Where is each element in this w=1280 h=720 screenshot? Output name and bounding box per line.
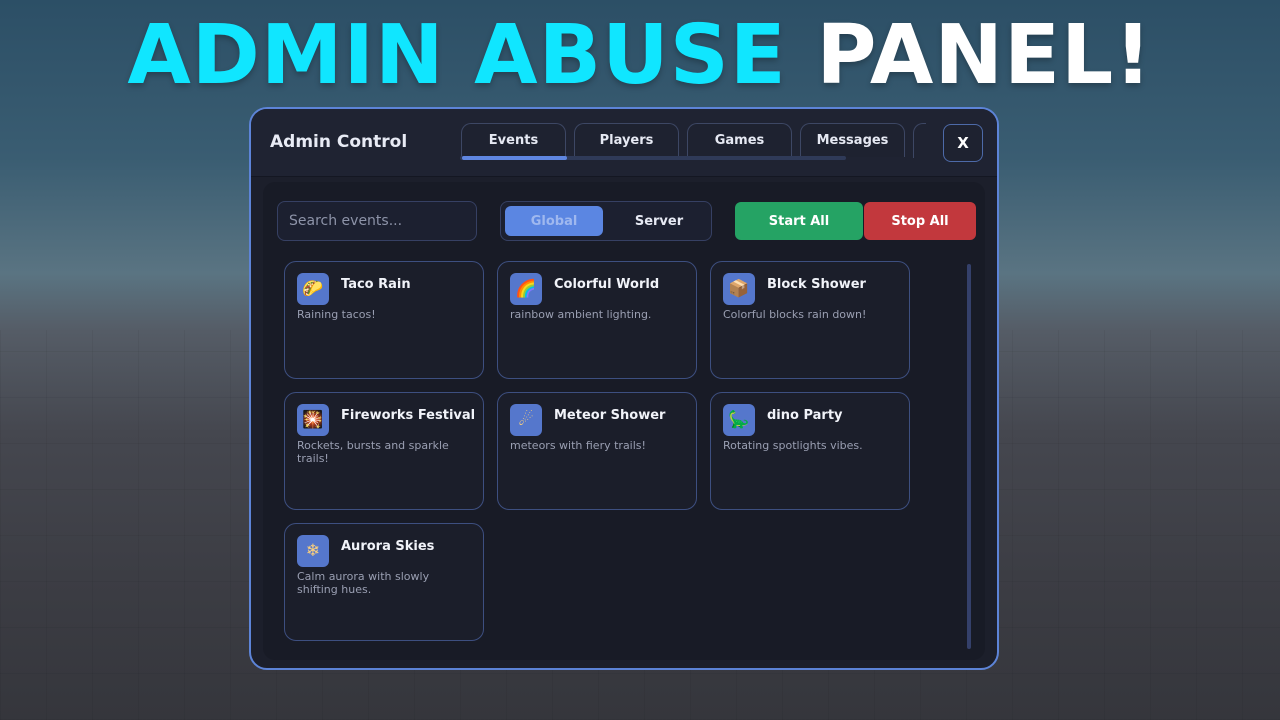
active-tab-indicator	[462, 156, 567, 160]
thumbnail-headline: ADMIN ABUSE PANEL!	[0, 8, 1280, 104]
scope-server-option[interactable]: Server	[634, 213, 684, 229]
event-title: Meteor Shower	[554, 408, 666, 423]
close-button[interactable]: X	[943, 124, 983, 162]
scope-toggle: Global Server	[500, 201, 712, 241]
event-description: Calm aurora with slowly shifting hues.	[297, 570, 430, 596]
event-title: Aurora Skies	[341, 539, 435, 554]
tab-scroll-track[interactable]	[460, 156, 846, 160]
event-title: Taco Rain	[341, 277, 411, 292]
event-description: rainbow ambient lighting.	[510, 308, 652, 321]
event-description: Rotating spotlights vibes.	[723, 439, 863, 452]
tab-messages[interactable]: Messages	[800, 123, 905, 157]
event-description: meteors with fiery trails!	[510, 439, 646, 452]
tab-bar: Events Players Games Messages	[461, 123, 926, 163]
events-content: Global Server Start All Stop All 🌮 Taco …	[263, 182, 985, 660]
event-title: dino Party	[767, 408, 843, 423]
event-title: Block Shower	[767, 277, 866, 292]
block-icon: 📦	[723, 273, 755, 305]
scope-global-option[interactable]: Global	[505, 206, 603, 236]
event-card-fireworks-festival[interactable]: 🎇 Fireworks Festival Rockets, bursts and…	[284, 392, 484, 510]
event-card-taco-rain[interactable]: 🌮 Taco Rain Raining tacos!	[284, 261, 484, 379]
tab-players[interactable]: Players	[574, 123, 679, 157]
event-card-colorful-world[interactable]: 🌈 Colorful World rainbow ambient lightin…	[497, 261, 697, 379]
stop-all-button[interactable]: Stop All	[864, 202, 976, 240]
panel-title: Admin Control	[270, 132, 408, 152]
panel-header: Admin Control Events Players Games Messa…	[251, 109, 997, 177]
snowflake-icon: ❄	[297, 535, 329, 567]
event-card-meteor-shower[interactable]: ☄ Meteor Shower meteors with fiery trail…	[497, 392, 697, 510]
event-card-block-shower[interactable]: 📦 Block Shower Colorful blocks rain down…	[710, 261, 910, 379]
taco-icon: 🌮	[297, 273, 329, 305]
tab-games[interactable]: Games	[687, 123, 792, 157]
tab-overflow-stub[interactable]	[913, 123, 926, 158]
event-title: Fireworks Festival	[341, 408, 476, 423]
event-card-dino-party[interactable]: 🦕 dino Party Rotating spotlights vibes.	[710, 392, 910, 510]
admin-control-panel: Admin Control Events Players Games Messa…	[249, 107, 999, 670]
start-all-button[interactable]: Start All	[735, 202, 863, 240]
search-input[interactable]	[277, 201, 477, 241]
dino-icon: 🦕	[723, 404, 755, 436]
event-title: Colorful World	[554, 277, 660, 292]
event-list-scrollbar[interactable]	[967, 264, 971, 649]
headline-accent-text: ADMIN ABUSE	[127, 8, 787, 103]
meteor-icon: ☄	[510, 404, 542, 436]
event-description: Colorful blocks rain down!	[723, 308, 867, 321]
fireworks-icon: 🎇	[297, 404, 329, 436]
event-description: Raining tacos!	[297, 308, 376, 321]
event-description: Rockets, bursts and sparkle trails!	[297, 439, 449, 465]
rainbow-icon: 🌈	[510, 273, 542, 305]
tab-events[interactable]: Events	[461, 123, 566, 157]
headline-white-text: PANEL!	[816, 8, 1153, 103]
event-grid: 🌮 Taco Rain Raining tacos! 🌈 Colorful Wo…	[284, 261, 924, 641]
event-card-aurora-skies[interactable]: ❄ Aurora Skies Calm aurora with slowly s…	[284, 523, 484, 641]
